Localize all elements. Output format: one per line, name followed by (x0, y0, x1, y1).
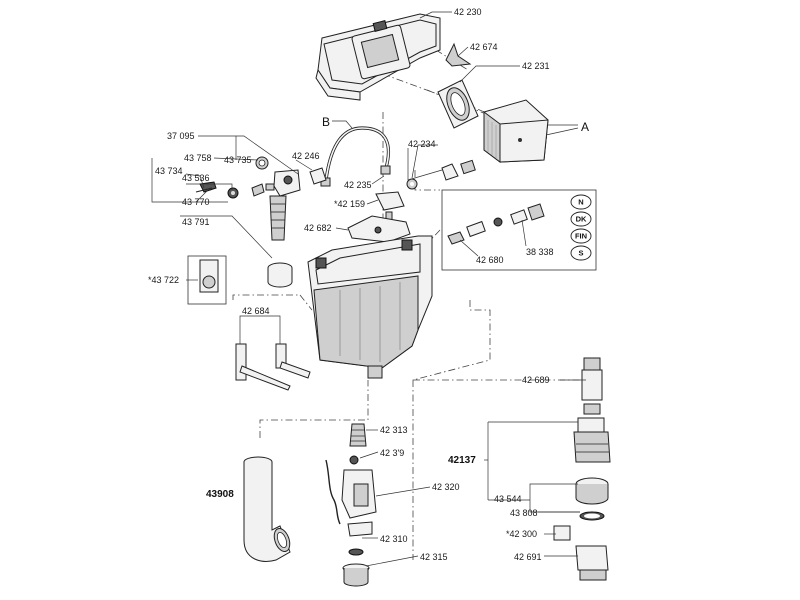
actuator-box (483, 99, 549, 163)
label-42159: *42 159 (334, 199, 365, 209)
label-42230: 42 230 (454, 7, 482, 17)
fittings-right (406, 159, 476, 190)
mounting-brackets (235, 343, 311, 391)
elbow-flush-pipe (243, 456, 291, 562)
cistern-body (307, 235, 433, 379)
label-a: A (581, 120, 589, 134)
label-42300: *42 300 (506, 529, 537, 539)
country-badges: N DK FIN S (570, 194, 592, 261)
leader-lines (151, 11, 586, 567)
label-43758: 43 758 (184, 153, 212, 163)
inspection-frame (437, 79, 479, 129)
label-43908: 43908 (206, 489, 234, 500)
label-42691: 42 691 (514, 552, 542, 562)
label-42235: 42 235 (344, 180, 372, 190)
label-43544: 43 544 (494, 494, 522, 504)
label-43770: 43 770 (182, 197, 210, 207)
cistern-top-cover (315, 13, 441, 101)
label-42137: 42137 (448, 455, 476, 466)
label-42310: 42 310 (380, 534, 408, 544)
flush-plate-clip (445, 42, 472, 67)
label-43735: 43 735 (224, 155, 252, 165)
valve-parts (195, 156, 327, 288)
country-badge-fin: FIN (575, 232, 587, 241)
label-42680: 42 680 (476, 255, 504, 265)
fill-valve-head (347, 191, 411, 243)
service-card (187, 255, 227, 305)
label-b: B (322, 115, 330, 129)
label-42246: 42 246 (292, 151, 320, 161)
label-42684: 42 684 (242, 306, 270, 316)
overflow-assembly (553, 357, 611, 581)
label-42319: 42 3'9 (380, 448, 404, 458)
label-42231: 42 231 (522, 61, 550, 71)
country-badge-outline (570, 228, 592, 244)
label-43722: *43 722 (148, 275, 179, 285)
part-labels: 42 230 42 674 42 231 A B 37 095 43 758 4… (148, 7, 589, 562)
country-badge-outline (570, 245, 592, 261)
label-42320: 42 320 (432, 482, 460, 492)
country-badge-outline (570, 211, 592, 227)
label-37095: 37 095 (167, 131, 195, 141)
label-42313: 42 313 (380, 425, 408, 435)
label-42315: 42 315 (420, 552, 448, 562)
label-43791: 43 791 (182, 217, 210, 227)
country-badge-n: N (578, 198, 583, 207)
label-43808: 43 808 (510, 508, 538, 518)
label-43734: 43 734 (155, 166, 183, 176)
country-badge-dk: DK (576, 215, 587, 224)
label-42682: 42 682 (304, 223, 332, 233)
country-badge-s: S (578, 249, 583, 258)
flexible-hose (320, 126, 391, 187)
label-42674: 42 674 (470, 42, 498, 52)
flush-valve-assembly (325, 423, 377, 587)
label-38338: 38 338 (526, 247, 554, 257)
label-43536: 43 536 (182, 173, 210, 183)
label-42234: 42 234 (408, 139, 436, 149)
country-badge-outline (570, 194, 592, 210)
spare-parts-box: N DK FIN S (441, 189, 597, 271)
label-42689: 42 689 (522, 375, 550, 385)
